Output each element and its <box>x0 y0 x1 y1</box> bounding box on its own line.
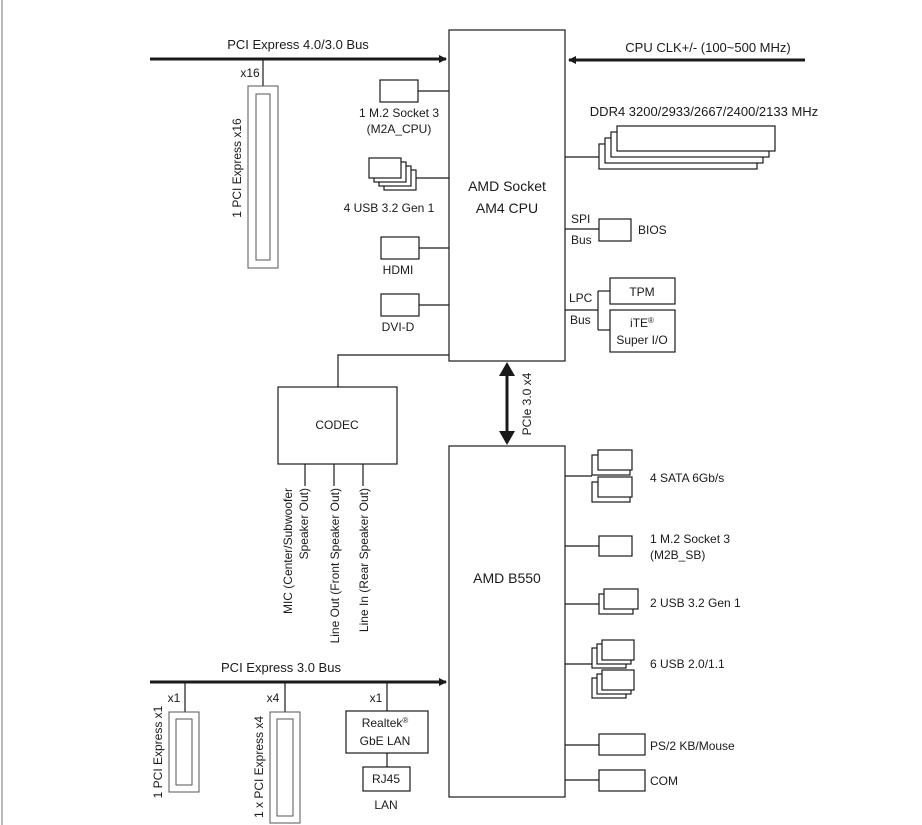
m2b-label-line2: (M2B_SB) <box>650 548 705 562</box>
hdmi-box <box>380 236 420 260</box>
ps2-label: PS/2 KB/Mouse <box>650 739 735 753</box>
pcie-x1-lane-label: x1 <box>168 691 181 705</box>
pcie-link-arrow-up <box>499 362 515 376</box>
dvid-label: DVI-D <box>382 320 415 334</box>
cpu-box <box>448 29 566 362</box>
pcie-x4-slot-inner <box>276 718 294 817</box>
spi-label-line2: Bus <box>571 233 592 247</box>
m2a-label-line1: 1 M.2 Socket 3 <box>359 106 439 120</box>
lpc-label-line2: Bus <box>570 313 591 327</box>
audio-mic-label-line2: Speaker Out) <box>297 488 311 559</box>
com-label: COM <box>650 774 678 788</box>
codec-box <box>277 386 398 465</box>
rj45-box <box>362 766 411 792</box>
m2b-label-line1: 1 M.2 Socket 3 <box>650 532 730 546</box>
tpm-box <box>609 277 676 305</box>
cpu-label-line1: AMD Socket <box>468 178 546 194</box>
dvid-box <box>380 293 420 317</box>
pcie-link-arrow-down <box>499 431 515 445</box>
usb2-label: 6 USB 2.0/1.1 <box>650 657 725 671</box>
lan-registered-mark: ® <box>402 716 408 725</box>
audio-mic-label-line1: MIC (Center/Subwoofer <box>281 488 295 614</box>
lan-controller-label-line2: GbE LAN <box>360 734 411 748</box>
audio-lineout-label: Line Out (Front Speaker Out) <box>328 488 342 643</box>
bios-label: BIOS <box>638 223 667 237</box>
usb-b550-gen1-label: 2 USB 3.2 Gen 1 <box>650 596 741 610</box>
pcie-x1-slot-inner <box>175 718 193 786</box>
pcie-x1-slot-label: 1 PCI Express x1 <box>151 705 165 798</box>
pcie-bottom-bus-label: PCI Express 3.0 Bus <box>221 660 341 675</box>
superio-label-line1: iTE® <box>630 316 654 330</box>
sata-port-2-front <box>597 449 633 471</box>
pcie-x16-slot-inner <box>255 93 271 261</box>
chipset-box <box>448 445 566 798</box>
m2a-label-line2: (M2A_CPU) <box>367 122 432 136</box>
lan-label: LAN <box>374 798 397 812</box>
lan-vendor-name: Realtek <box>362 716 404 730</box>
pcie-link-label: PCIe 3.0 x4 <box>520 372 534 435</box>
lan-lane-label: x1 <box>370 691 383 705</box>
superio-label-line2: Super I/O <box>616 333 667 347</box>
usb2-port-4 <box>601 639 635 661</box>
ps2-box <box>598 733 646 756</box>
audio-linein-label: Line In (Rear Speaker Out) <box>357 488 371 632</box>
hdmi-label: HDMI <box>383 263 414 277</box>
usb-cpu-port-1 <box>368 157 402 179</box>
pcie-x16-slot-label: 1 PCI Express x16 <box>230 118 244 218</box>
chipset-label: AMD B550 <box>473 570 541 586</box>
ddr4-label: DDR4 3200/2933/2667/2400/2133 MHz <box>590 104 818 119</box>
ite-registered-mark: ® <box>648 316 654 325</box>
ddr4-module-1 <box>616 125 776 152</box>
bios-box <box>598 218 632 242</box>
sata-label: 4 SATA 6Gb/s <box>650 471 724 485</box>
cpu-label-line2: AM4 CPU <box>476 200 538 216</box>
tpm-label: TPM <box>629 285 654 299</box>
usb-b550-gen1-port-1 <box>603 588 639 610</box>
spi-label-line1: SPI <box>571 212 590 226</box>
rj45-label: RJ45 <box>372 772 400 786</box>
usb-cpu-label: 4 USB 3.2 Gen 1 <box>344 201 435 215</box>
usb2-port-1 <box>601 669 635 691</box>
com-box <box>598 769 646 792</box>
codec-label: CODEC <box>315 418 359 432</box>
lan-controller-label-line1: Realtek® <box>362 716 409 730</box>
pcie-x4-slot-label: 1 x PCI Express x4 <box>252 716 266 818</box>
sata-port-4-front <box>597 476 633 498</box>
ite-name: iTE <box>630 316 648 330</box>
pcie-top-lane-label: x16 <box>240 66 260 80</box>
pcie-x4-lane-label: x4 <box>267 691 280 705</box>
m2b-socket-box <box>598 535 633 557</box>
codec-connector-line <box>337 354 449 387</box>
cpu-clk-label: CPU CLK+/- (100~500 MHz) <box>625 40 790 55</box>
lpc-label-line1: LPC <box>569 291 593 305</box>
superio-box <box>609 309 676 353</box>
pcie-top-bus-label: PCI Express 4.0/3.0 Bus <box>227 37 369 52</box>
m2a-socket-box <box>379 79 419 103</box>
